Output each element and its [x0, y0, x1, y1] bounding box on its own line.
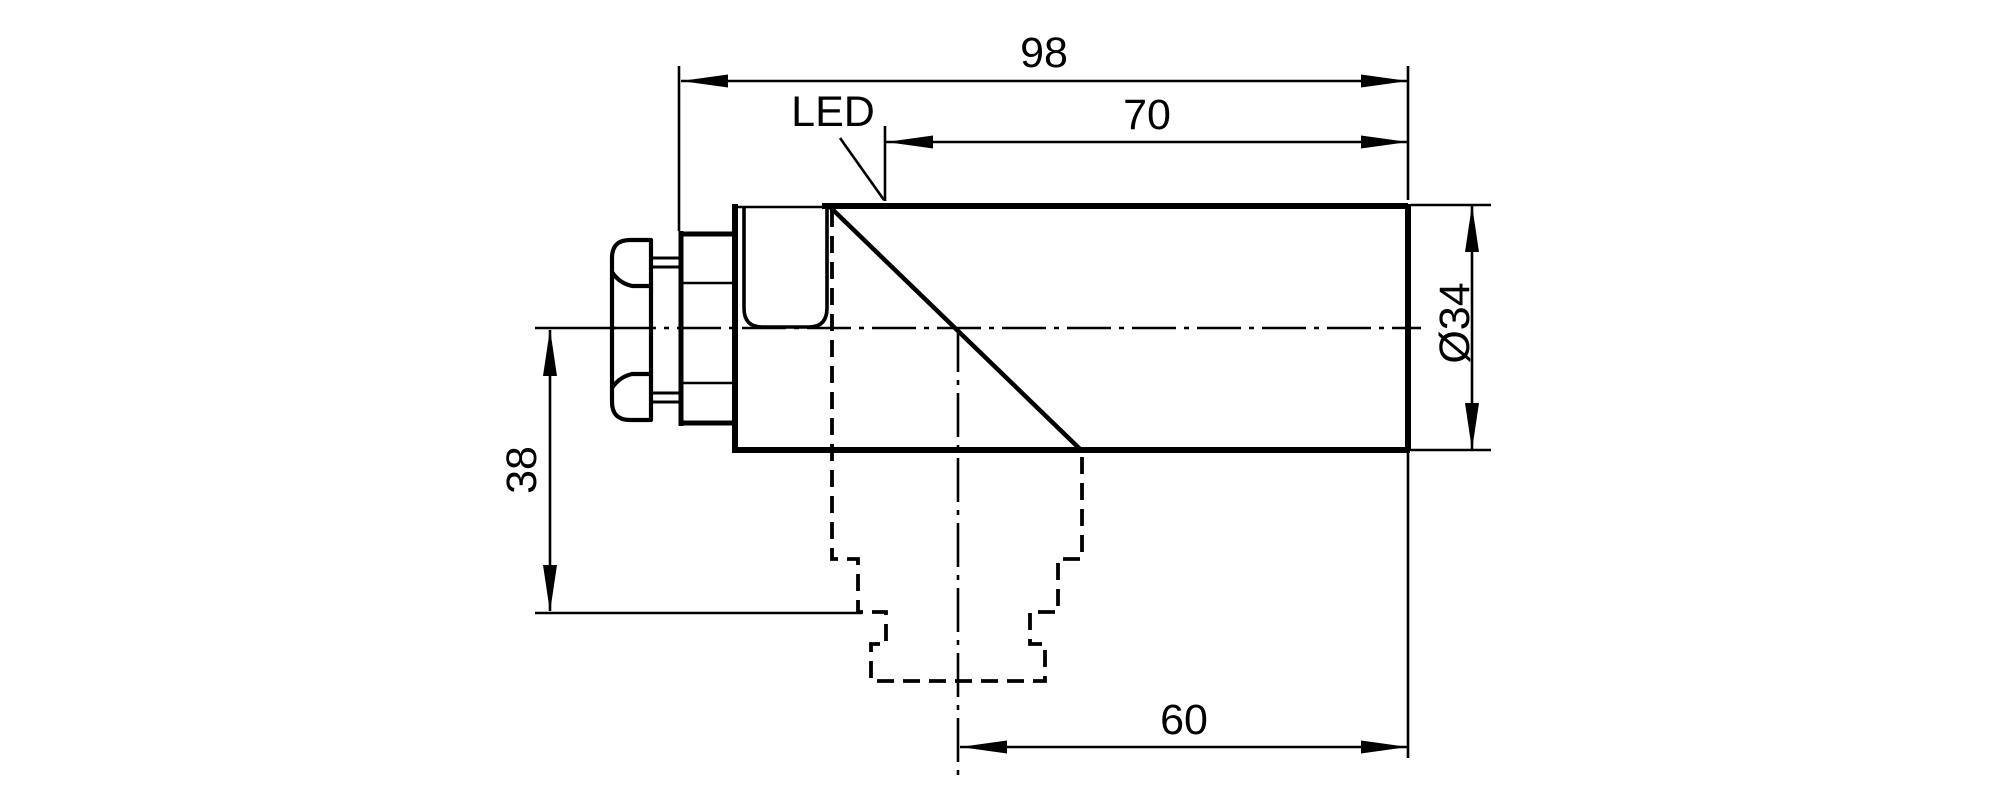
dimension-38: 38 [498, 329, 557, 612]
dimension-60: 60 [960, 696, 1408, 754]
dim70-arrow-right [1361, 135, 1408, 149]
extension-lines [535, 66, 1491, 758]
hex-nut [609, 237, 654, 423]
dim38-value: 38 [498, 446, 546, 494]
hex-nut-facet-top [610, 270, 651, 289]
dim60-arrow-left [960, 740, 1007, 754]
thread-stub [651, 256, 682, 404]
dim70-arrow-left [886, 135, 933, 149]
hidden-connector-outline [830, 210, 1084, 683]
dim98-arrow-right [1361, 74, 1408, 88]
dim-dia34-arrow-bottom [1465, 403, 1479, 450]
led-label: LED [791, 88, 875, 136]
diagonal-section-line [827, 204, 1084, 453]
dim-dia34-arrow-top [1465, 205, 1479, 252]
dim60-arrow-right [1361, 740, 1408, 754]
dim-dia34-value: Ø34 [1431, 282, 1479, 363]
dimension-70: 70 [886, 91, 1408, 149]
dimension-dia34: Ø34 [1431, 205, 1479, 450]
dim98-value: 98 [1020, 29, 1068, 77]
hex-nut-facet-bottom [610, 371, 651, 390]
led-window-slot [742, 206, 829, 329]
led-callout: LED [791, 88, 886, 201]
dim98-arrow-left [681, 74, 728, 88]
led-leader-line [838, 137, 886, 201]
dim38-arrow-top [543, 329, 557, 376]
sensor-body [732, 203, 1411, 453]
dim38-arrow-bottom [543, 565, 557, 612]
dim60-value: 60 [1160, 696, 1208, 744]
dimension-98: 98 [681, 29, 1408, 88]
hex-nut-outline [609, 237, 654, 423]
centerlines [535, 326, 1421, 780]
dim70-value: 70 [1123, 91, 1171, 139]
